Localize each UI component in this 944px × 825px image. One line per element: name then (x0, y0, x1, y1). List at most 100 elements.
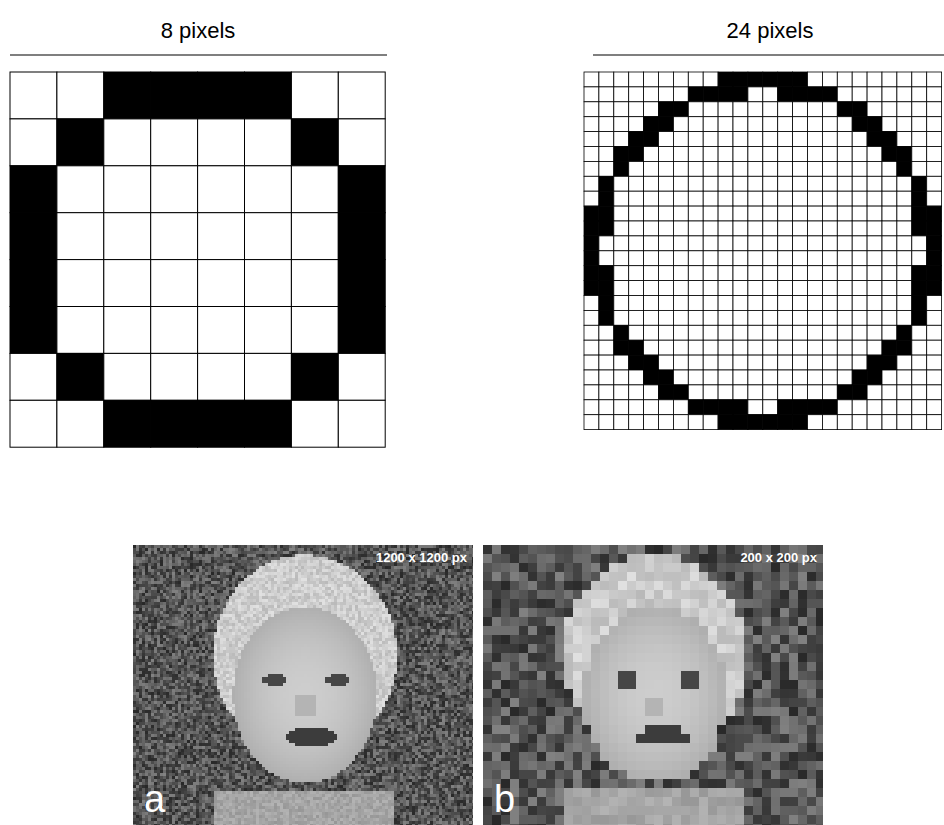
photo-pixel (187, 557, 191, 561)
photo-pixel (277, 563, 281, 567)
pixel (912, 176, 927, 191)
pixel (763, 102, 778, 117)
photo-pixel (421, 578, 425, 582)
pixel (614, 206, 629, 221)
pixel (733, 385, 748, 400)
pixel (793, 400, 808, 415)
pixel (245, 400, 292, 447)
photo-pixel (274, 551, 278, 555)
pixel (614, 266, 629, 281)
pixel (104, 353, 151, 400)
photo-pixel (265, 575, 269, 579)
pixel (822, 102, 837, 117)
photo-pixel (388, 572, 392, 576)
photo-pixel (367, 560, 371, 564)
photo-pixel (298, 566, 302, 570)
photo-pixel (277, 569, 281, 573)
photo-pixel (400, 572, 404, 576)
photo-pixel (193, 551, 197, 555)
photo-pixel (154, 569, 158, 573)
photo-pixel (313, 548, 317, 552)
photo-pixel (214, 551, 218, 555)
photo-pixel (373, 572, 377, 576)
pixel (748, 176, 763, 191)
photo-pixel (460, 545, 464, 549)
pixel (584, 206, 599, 221)
pixel (245, 213, 292, 260)
photo-pixel (268, 554, 272, 558)
photo-pixel (469, 569, 473, 573)
photo-pixel (349, 554, 353, 558)
photo-pixel (436, 569, 440, 573)
pixel (837, 310, 852, 325)
photo-pixel (157, 569, 161, 573)
photo-pixel (139, 566, 143, 570)
photo-pixel (133, 560, 137, 564)
photo-pixel (139, 548, 143, 552)
pixel (897, 340, 912, 355)
photo-pixel (337, 554, 341, 558)
photo-pixel (346, 578, 350, 582)
photo-pixel (151, 554, 155, 558)
photo-pixel (211, 569, 215, 573)
pixel (629, 176, 644, 191)
pixel (659, 370, 674, 385)
photo-pixel (280, 563, 284, 567)
pixel (927, 325, 942, 340)
pixel (703, 236, 718, 251)
photo-pixel (244, 575, 248, 579)
pixel (673, 310, 688, 325)
photo-pixel (358, 548, 362, 552)
pixel (912, 117, 927, 132)
photo-pixel (229, 578, 233, 582)
pixel (659, 385, 674, 400)
photo-pixel (262, 557, 266, 561)
pixel (748, 310, 763, 325)
photo-pixel (241, 572, 245, 576)
pixel (584, 325, 599, 340)
photo-pixel (268, 566, 272, 570)
photo-pixel (328, 569, 332, 573)
photo-pixel (406, 566, 410, 570)
photo-pixel (163, 551, 167, 555)
photo-pixel (337, 560, 341, 564)
photo-pixel (271, 557, 275, 561)
photo-pixel (364, 548, 368, 552)
photo-pixel (400, 575, 404, 579)
photo-pixel (319, 560, 323, 564)
pixel (927, 355, 942, 370)
photo-pixel (202, 545, 206, 549)
photo-pixel (133, 578, 137, 582)
photo-pixel (271, 548, 275, 552)
pixel (659, 147, 674, 162)
photo-pixel (190, 578, 194, 582)
photo-pixel (247, 557, 251, 561)
photo-pixel (304, 563, 308, 567)
pixel (599, 147, 614, 162)
pixel (778, 355, 793, 370)
photo-pixel (304, 578, 308, 582)
photo-pixel (385, 575, 389, 579)
photo-pixel (253, 563, 257, 567)
photo-pixel (412, 566, 416, 570)
photo-pixel (262, 569, 266, 573)
pixel (644, 370, 659, 385)
pixel (927, 117, 942, 132)
pixel (808, 161, 823, 176)
pixel (644, 87, 659, 102)
photo-pixel (274, 566, 278, 570)
pixel (718, 310, 733, 325)
photo-pixel (265, 551, 269, 555)
photo-pixel (295, 560, 299, 564)
photo-pixel (169, 575, 173, 579)
photo-pixel (181, 572, 185, 576)
pixel (763, 87, 778, 102)
photo-pixel (325, 563, 329, 567)
photo-pixel (448, 545, 452, 549)
photo-pixel (406, 575, 410, 579)
photo-pixel (268, 569, 272, 573)
pixel (897, 266, 912, 281)
photo-pixel (145, 572, 149, 576)
photo-pixel (286, 554, 290, 558)
photo-pixel (220, 569, 224, 573)
